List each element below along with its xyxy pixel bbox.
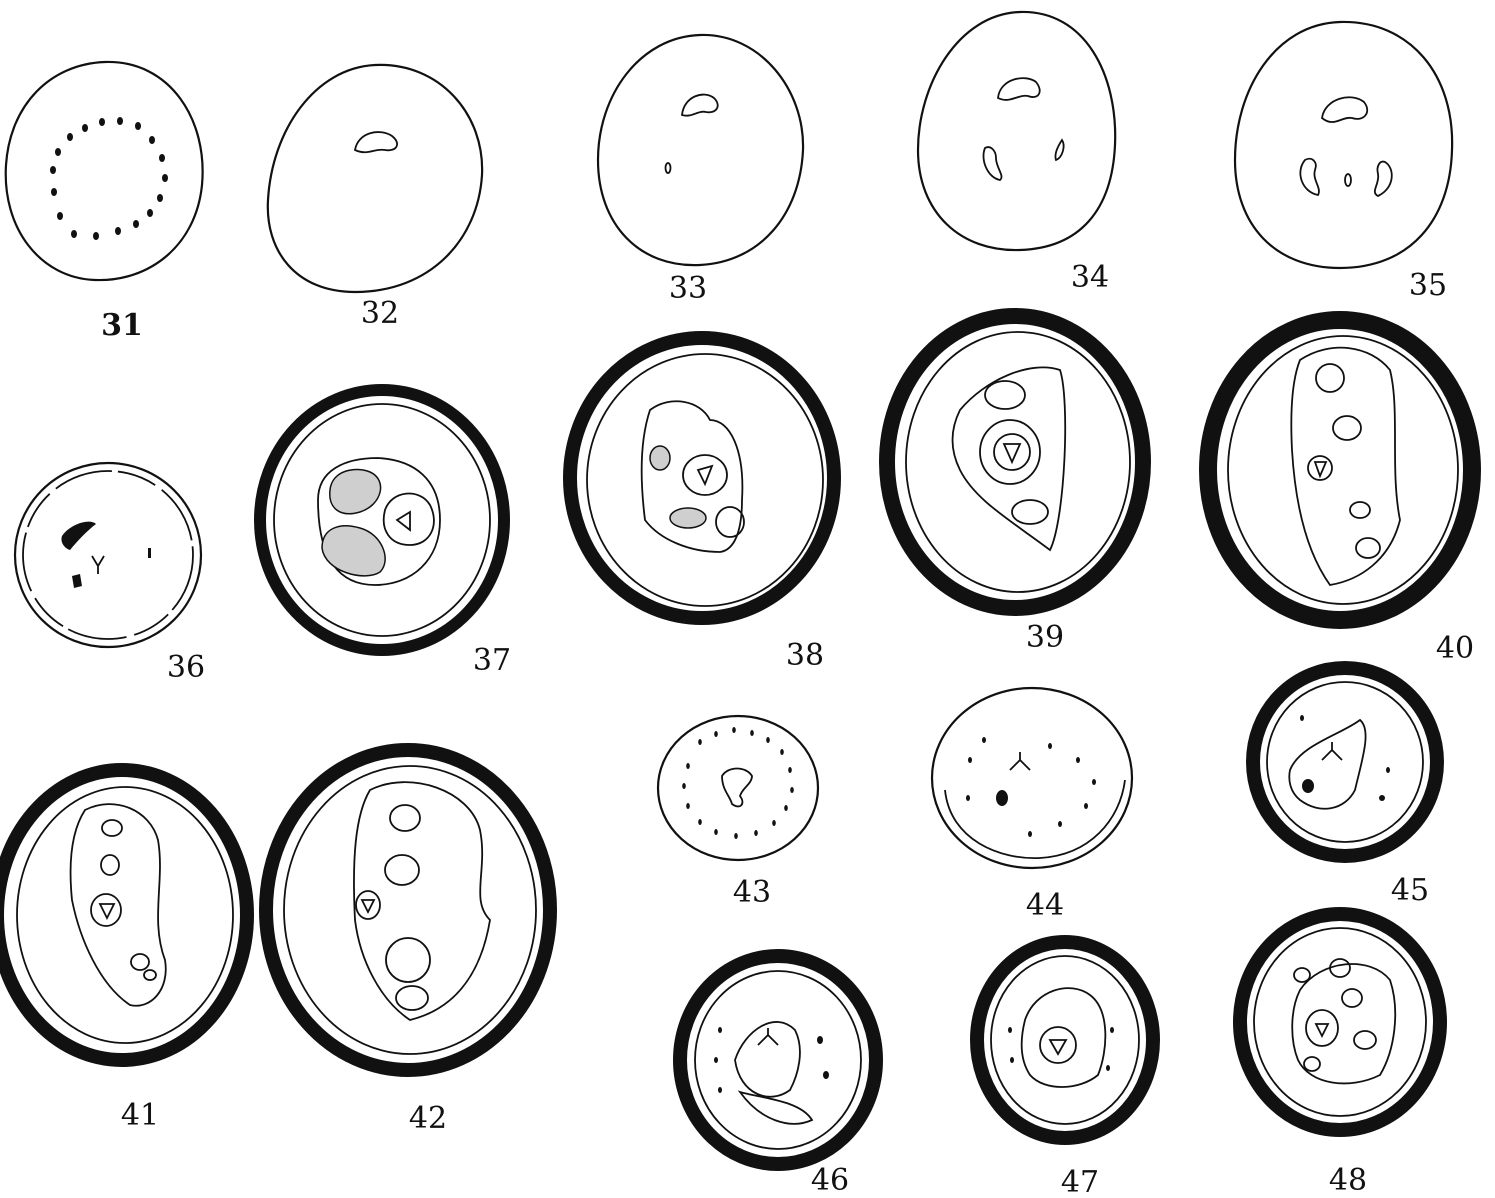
figure-35-strand — [1322, 97, 1367, 122]
figure-31-label: 31 — [101, 308, 143, 343]
figure-44-label: 44 — [1026, 888, 1064, 923]
figure-37-stippled-tissue — [330, 469, 381, 513]
figure-35-cross-section — [1235, 22, 1452, 268]
figure-45-cross-section — [1253, 668, 1437, 856]
figure-34-strand — [998, 78, 1040, 100]
figure-47-cross-section — [977, 942, 1153, 1138]
figure-41-label: 41 — [121, 1098, 159, 1133]
figure-37-cross-section — [260, 390, 504, 650]
figure-35-label: 35 — [1409, 268, 1447, 303]
figure-46-cross-section — [680, 956, 876, 1164]
figure-39-label: 39 — [1026, 620, 1064, 655]
figure-48-cross-section — [1240, 914, 1440, 1130]
figure-34-label: 34 — [1071, 260, 1109, 295]
figure-43-cross-section — [658, 716, 818, 860]
figure-42-cross-section — [266, 750, 550, 1070]
figure-40-label: 40 — [1436, 631, 1474, 666]
figure-36-cross-section — [15, 463, 201, 647]
figure-42-label: 42 — [409, 1101, 447, 1136]
figure-44-cross-section — [932, 688, 1132, 868]
figure-38-label: 38 — [786, 638, 824, 673]
figure-41-cross-section — [0, 770, 247, 1060]
figure-47-label: 47 — [1061, 1165, 1099, 1198]
figure-40-cross-section — [1208, 320, 1472, 620]
figure-43-dots — [682, 727, 794, 839]
figure-32-strand — [355, 132, 397, 152]
figure-31-cross-section — [6, 62, 203, 280]
figure-39-cross-section — [887, 316, 1143, 608]
figure-37-label: 37 — [473, 643, 511, 678]
figure-46-label: 46 — [811, 1163, 849, 1198]
figure-32-cross-section — [268, 65, 482, 292]
figure-33-strand — [682, 95, 718, 116]
figure-33-label: 33 — [669, 271, 707, 306]
figure-38-cross-section — [570, 338, 834, 618]
figure-43-label: 43 — [733, 875, 771, 910]
figure-45-label: 45 — [1391, 873, 1429, 908]
figure-34-cross-section — [918, 12, 1115, 250]
figure-36-label: 36 — [167, 650, 205, 685]
figure-48-label: 48 — [1329, 1163, 1367, 1198]
figure-31-vascular-dots — [50, 117, 168, 240]
figure-33-cross-section — [598, 35, 803, 265]
figure-32-label: 32 — [361, 296, 399, 331]
